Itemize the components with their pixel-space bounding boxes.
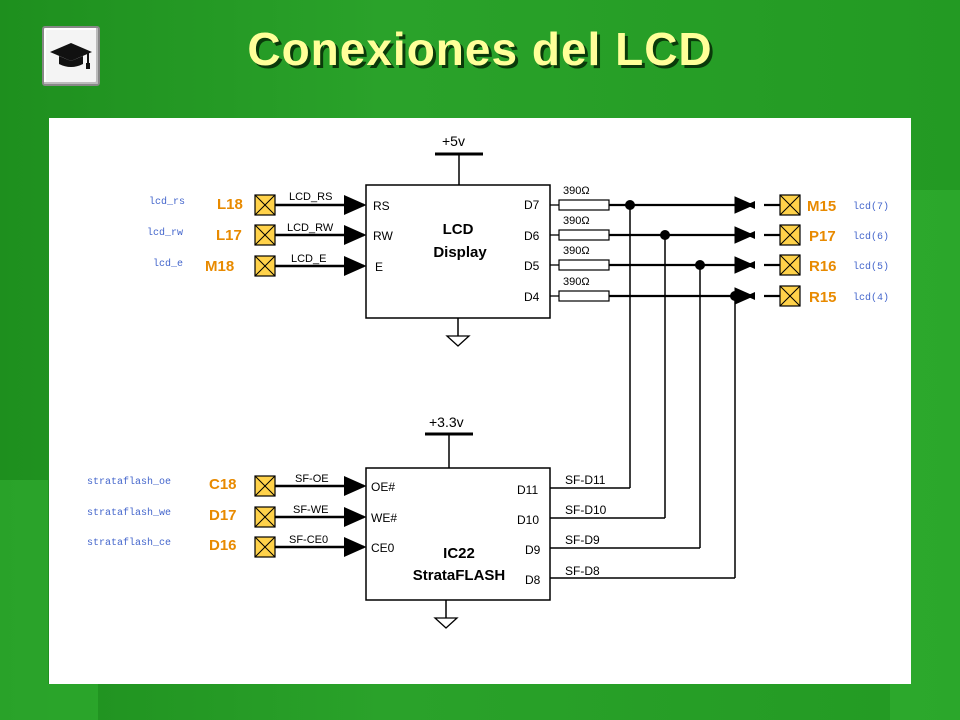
lcd-output-pads — [779, 194, 801, 307]
lcd-pin-rw: RW — [373, 229, 393, 243]
net-sf-ce0: SF-CE0 — [289, 534, 328, 546]
pin-l18: L18 — [217, 196, 243, 213]
flash-input-ce: strataflash_ce D16 SF-CE0 — [87, 534, 367, 558]
pin-m15: M15 — [807, 198, 836, 215]
schematic-panel: +5v LCD Display RS RW E D7 D6 D5 D4 lcd_… — [49, 118, 911, 684]
flash-input-we: strataflash_we D17 SF-WE — [87, 504, 367, 528]
lcd-name-line1: LCD — [443, 221, 474, 238]
signal-strataflash-we: strataflash_we — [87, 507, 171, 519]
net-sf-d11: SF-D11 — [565, 473, 606, 487]
signal-lcd-rs: lcd_rs — [149, 196, 185, 208]
lcd-input-rs: lcd_rs L18 LCD_RS — [149, 191, 367, 216]
flash-pin-we: WE# — [371, 511, 397, 525]
pin-d16: D16 — [209, 537, 237, 554]
lcd-pin-e: E — [375, 260, 383, 274]
net-lcd-rs: LCD_RS — [289, 191, 332, 203]
flash-pin-oe: OE# — [371, 480, 395, 494]
pin-r16: R16 — [809, 258, 837, 275]
net-sf-we: SF-WE — [293, 504, 328, 516]
flash-supply-label: +3.3v — [429, 414, 464, 430]
signal-strataflash-ce: strataflash_ce — [87, 537, 171, 549]
lcd-pin-d7: D7 — [524, 198, 540, 212]
pin-l17: L17 — [216, 227, 242, 244]
lcd-pin-d5: D5 — [524, 259, 540, 273]
lcd-name-line2: Display — [433, 244, 487, 261]
signal-lcd-rw: lcd_rw — [147, 227, 183, 239]
lcd-pin-d6: D6 — [524, 229, 540, 243]
flash-pin-d11: D11 — [517, 483, 538, 497]
background-block — [48, 684, 98, 720]
resistor-d4: 390Ω — [563, 276, 590, 288]
lcd-pin-rs: RS — [373, 199, 390, 213]
flash-name-line2: StrataFLASH — [413, 567, 506, 584]
flash-pin-d9: D9 — [525, 543, 541, 557]
net-sf-d8: SF-D8 — [565, 564, 600, 578]
lcd-input-rw: lcd_rw L17 LCD_RW — [147, 222, 367, 246]
net-lcd-rw: LCD_RW — [287, 222, 334, 234]
signal-lcd-6: lcd(6) — [853, 231, 889, 243]
flash-ground — [433, 600, 459, 629]
junction-dots — [625, 200, 740, 301]
graduation-cap-icon — [50, 43, 92, 69]
graduation-cap-button[interactable] — [42, 26, 100, 86]
lcd-data-bus — [550, 196, 790, 578]
signal-lcd-5: lcd(5) — [853, 261, 889, 273]
flash-pin-d10: D10 — [517, 513, 539, 527]
signal-lcd-e: lcd_e — [153, 258, 183, 270]
net-sf-d9: SF-D9 — [565, 533, 600, 547]
net-sf-d10: SF-D10 — [565, 503, 607, 517]
pin-d17: D17 — [209, 507, 237, 524]
net-sf-oe: SF-OE — [295, 473, 329, 485]
lcd-supply-label: +5v — [442, 133, 465, 149]
flash-supply: +3.3v — [425, 414, 473, 468]
flash-pin-ce0: CE0 — [371, 541, 395, 555]
signal-lcd-7: lcd(7) — [853, 201, 889, 213]
lcd-input-e: lcd_e M18 LCD_E — [153, 253, 367, 277]
flash-input-oe: strataflash_oe C18 SF-OE — [87, 473, 367, 497]
signal-lcd-4: lcd(4) — [853, 292, 889, 304]
flash-pin-d8: D8 — [525, 573, 541, 587]
slide-title: Conexiones del LCD — [247, 23, 713, 75]
pin-r15: R15 — [809, 289, 837, 306]
net-lcd-e: LCD_E — [291, 253, 326, 265]
pin-c18: C18 — [209, 476, 237, 493]
pin-m18: M18 — [205, 258, 234, 275]
flash-name-line1: IC22 — [443, 545, 475, 562]
strataflash-box — [365, 467, 551, 601]
lcd-schematic: +5v LCD Display RS RW E D7 D6 D5 D4 lcd_… — [87, 133, 889, 629]
lcd-ground — [445, 318, 471, 347]
resistor-d6: 390Ω — [563, 215, 590, 227]
resistor-d7: 390Ω — [563, 185, 590, 197]
signal-strataflash-oe: strataflash_oe — [87, 476, 171, 488]
lcd-display-box — [365, 184, 551, 319]
resistor-d5: 390Ω — [563, 245, 590, 257]
lcd-pin-d4: D4 — [524, 290, 540, 304]
background-block — [0, 480, 48, 720]
flash-data-lines — [550, 487, 735, 579]
lcd-supply: +5v — [435, 133, 483, 185]
pin-p17: P17 — [809, 228, 836, 245]
